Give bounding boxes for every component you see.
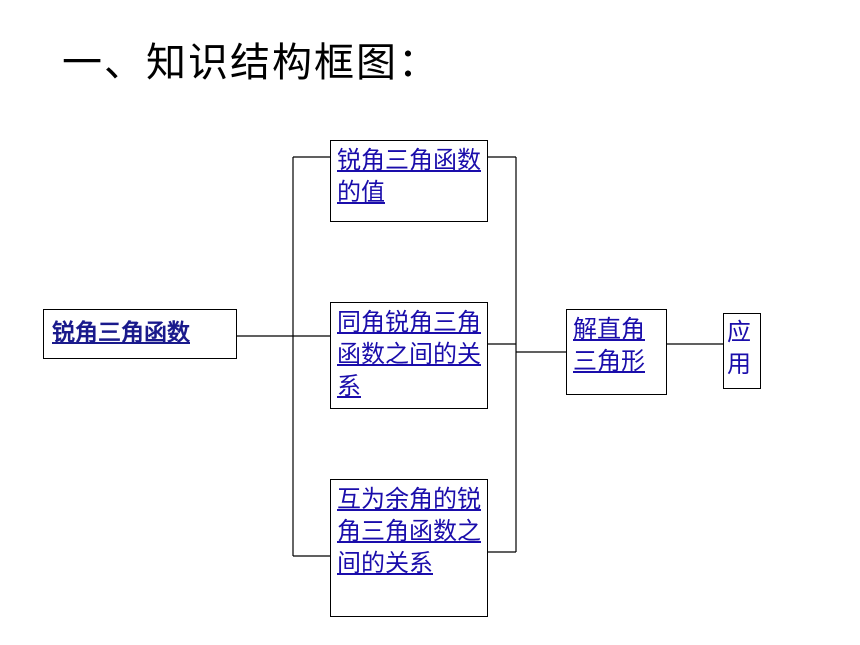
node-solve-right-triangle: 解直角三角形 (566, 309, 667, 395)
link-same-angle-relations[interactable]: 同角锐角三角函数之间的关系 (337, 308, 481, 400)
page-title: 一、知识结构框图： (62, 40, 440, 86)
link-trig-values[interactable]: 锐角三角函数的值 (337, 146, 481, 206)
node-same-angle-relations: 同角锐角三角函数之间的关系 (330, 302, 488, 409)
application-label: 应用 (727, 318, 751, 378)
node-complementary-relations: 互为余角的锐角三角函数之间的关系 (330, 479, 488, 617)
node-application: 应用 (723, 313, 761, 389)
link-acute-trig-functions[interactable]: 锐角三角函数 (52, 320, 190, 346)
link-complementary-relations[interactable]: 互为余角的锐角三角函数之间的关系 (337, 485, 481, 577)
node-acute-trig-functions: 锐角三角函数 (43, 309, 237, 359)
node-trig-values: 锐角三角函数的值 (330, 140, 488, 222)
link-solve-right-triangle[interactable]: 解直角三角形 (573, 315, 645, 375)
